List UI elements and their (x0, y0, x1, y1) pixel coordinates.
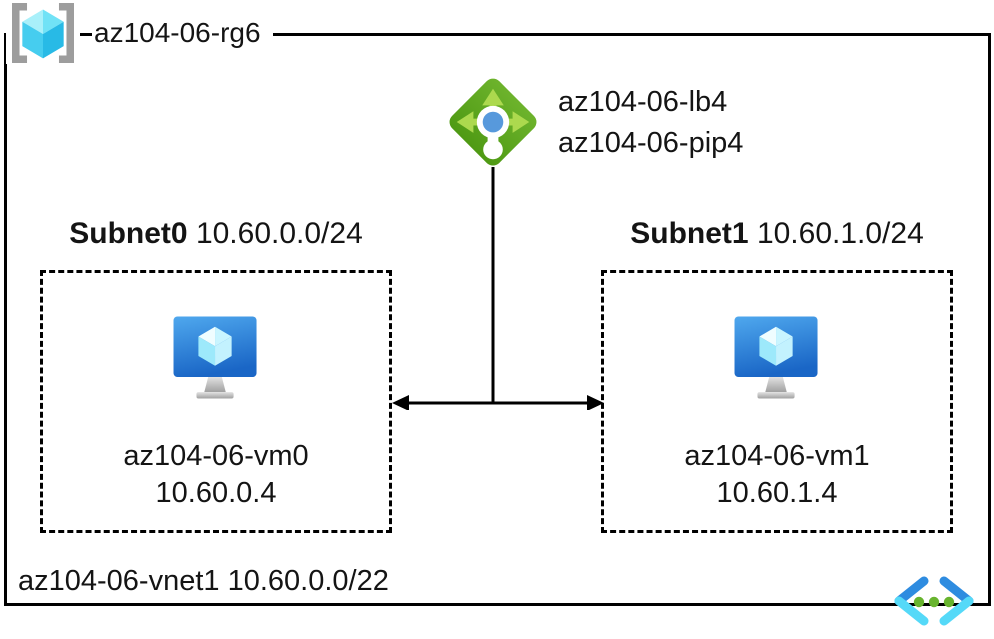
resource-group-name: az104-06-rg6 (92, 15, 273, 51)
subnet1-name: Subnet1 (630, 217, 749, 250)
vm-name: az104-06-vm1 (684, 440, 870, 472)
vm-name: az104-06-vm0 (123, 440, 309, 472)
vm0-labels: az104-06-vm0 10.60.0.4 (40, 438, 392, 512)
subnet0-box (40, 270, 392, 533)
vnet-label: az104-06-vnet1 10.60.0.0/22 (18, 565, 389, 598)
resource-group-boundary (4, 33, 991, 606)
resource-group-icon (6, 2, 80, 64)
virtual-machine-icon (733, 315, 821, 399)
load-balancer-name: az104-06-lb4 (558, 86, 728, 118)
lb-to-subnets-connector (392, 167, 604, 410)
vnet-cidr: 10.60.0.0/22 (227, 565, 389, 597)
subnet0-label: Subnet0 10.60.0.0/24 (40, 217, 392, 251)
public-ip-name: az104-06-pip4 (558, 127, 744, 159)
vm1-labels: az104-06-vm1 10.60.1.4 (601, 438, 953, 512)
resource-group-header: az104-06-rg6 (6, 2, 273, 64)
vm-ip: 10.60.1.4 (716, 477, 838, 509)
vnet-name: az104-06-vnet1 (18, 565, 220, 597)
subnet1-cidr: 10.60.1.0/24 (756, 217, 924, 250)
subnet0-name: Subnet0 (69, 217, 188, 250)
vm-ip: 10.60.0.4 (155, 477, 277, 509)
load-balancer-labels: az104-06-lb4 az104-06-pip4 (558, 82, 743, 164)
subnet1-label: Subnet1 10.60.1.0/24 (601, 217, 953, 251)
virtual-network-icon (890, 576, 978, 626)
load-balancer-icon (444, 76, 542, 174)
virtual-machine-icon (172, 315, 260, 399)
subnet0-cidr: 10.60.0.0/24 (195, 217, 363, 250)
subnet1-box (601, 270, 953, 533)
